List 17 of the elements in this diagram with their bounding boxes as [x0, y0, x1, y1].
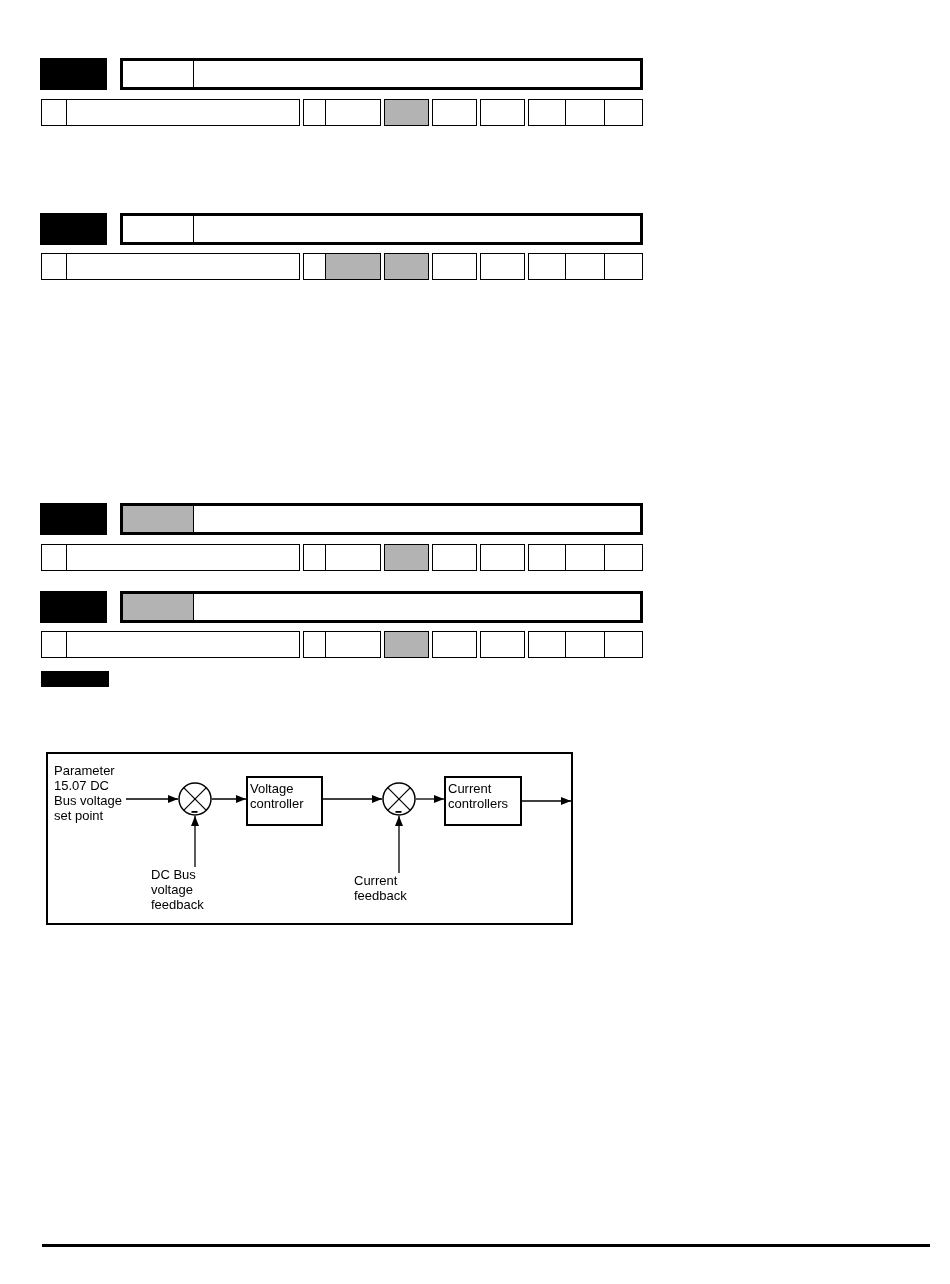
arrow	[395, 815, 403, 874]
signal-label: Parameter 15.07 DC Bus voltage set point	[54, 763, 126, 823]
arrow	[322, 795, 383, 803]
arrow	[125, 795, 179, 803]
controller-block	[444, 776, 522, 826]
signal-label: DC Bus voltage feedback	[151, 867, 213, 912]
signal-label: Current feedback	[354, 873, 414, 903]
arrow	[191, 815, 199, 868]
arrow	[521, 797, 572, 805]
block-label: Current controllers	[448, 781, 509, 811]
summing-junction	[382, 782, 416, 816]
diagram-frame	[46, 752, 573, 925]
arrow	[211, 795, 247, 803]
controller-block	[246, 776, 323, 826]
arrow	[415, 795, 445, 803]
block-label: Voltage controller	[250, 781, 305, 811]
summing-junction	[178, 782, 212, 816]
